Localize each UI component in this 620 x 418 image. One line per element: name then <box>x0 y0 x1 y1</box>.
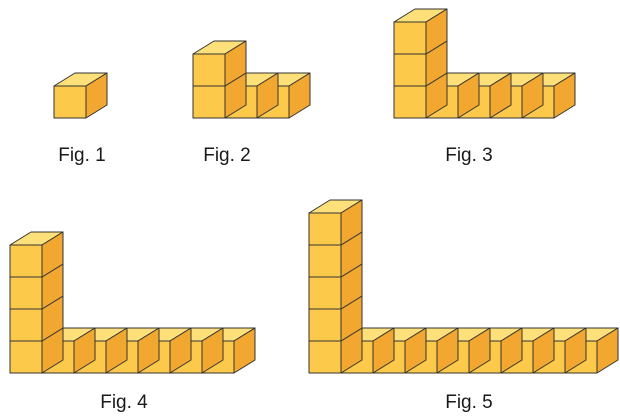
figure-5-label: Fig. 5 <box>445 392 493 413</box>
cube-front-face <box>394 86 426 118</box>
cube-front-face <box>309 245 341 277</box>
cube-front-face <box>394 22 426 54</box>
cube-front-face <box>10 309 42 341</box>
cube-front-face <box>10 277 42 309</box>
figure-4-label: Fig. 4 <box>100 392 148 413</box>
figure-2 <box>193 41 310 118</box>
cube-front-face <box>10 245 42 277</box>
cube-front-face <box>309 277 341 309</box>
cube-front-face <box>309 309 341 341</box>
cube-front-face <box>309 213 341 245</box>
figure-1 <box>54 73 107 118</box>
cube-front-face <box>309 341 341 373</box>
cube-front-face <box>394 54 426 86</box>
cube-front-face <box>193 86 225 118</box>
figure-5 <box>309 200 618 373</box>
figure-3 <box>394 9 575 118</box>
figure-2-label: Fig. 2 <box>203 145 251 166</box>
figure-3-label: Fig. 3 <box>445 145 493 166</box>
figure-4 <box>10 232 255 373</box>
cube <box>54 73 107 118</box>
figure-1-label: Fig. 1 <box>58 145 106 166</box>
cube-front-face <box>10 341 42 373</box>
cube-front-face <box>193 54 225 86</box>
cube-front-face <box>54 86 86 118</box>
